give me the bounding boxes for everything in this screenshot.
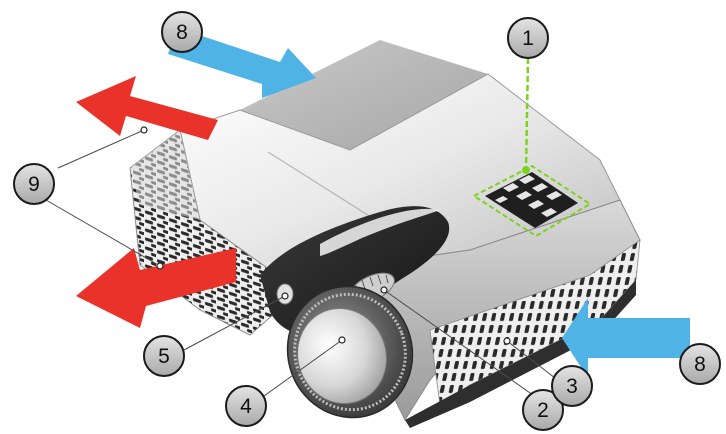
top-back-panel	[240, 40, 488, 150]
lens-glass	[297, 307, 387, 405]
leader-dot-1	[522, 166, 530, 174]
keypad-highlight	[472, 164, 592, 238]
callout-label-4: 4	[240, 395, 252, 418]
callout-2: 2	[522, 389, 564, 431]
callout-5: 5	[143, 335, 185, 377]
leader-line-9a	[57, 129, 145, 169]
callout-label-3: 3	[566, 375, 578, 398]
exhaust-arrow-icon	[76, 248, 236, 328]
callout-4: 4	[225, 385, 267, 427]
leader-line-2	[383, 289, 541, 401]
callout-label-9: 9	[28, 173, 40, 196]
callout-8-right: 8	[679, 343, 721, 385]
callout-label-8-top: 8	[176, 21, 188, 44]
callout-label-5: 5	[158, 345, 170, 368]
leader-line-5	[183, 295, 286, 351]
leader-line-1	[524, 57, 530, 171]
callout-8-top: 8	[161, 11, 203, 53]
intake-arrow-icon	[168, 28, 316, 98]
intake-arrow-icon	[562, 298, 690, 378]
exhaust-arrow-icon	[76, 76, 218, 140]
callout-3: 3	[551, 365, 593, 407]
leader-line-4	[263, 339, 343, 397]
leader-line-9b	[45, 199, 161, 267]
callout-1: 1	[507, 17, 549, 59]
callout-label-8-right: 8	[694, 353, 706, 376]
callout-label-1: 1	[522, 27, 534, 50]
keypad	[472, 164, 592, 238]
callout-9: 9	[13, 163, 55, 205]
callout-label-2: 2	[537, 399, 549, 422]
